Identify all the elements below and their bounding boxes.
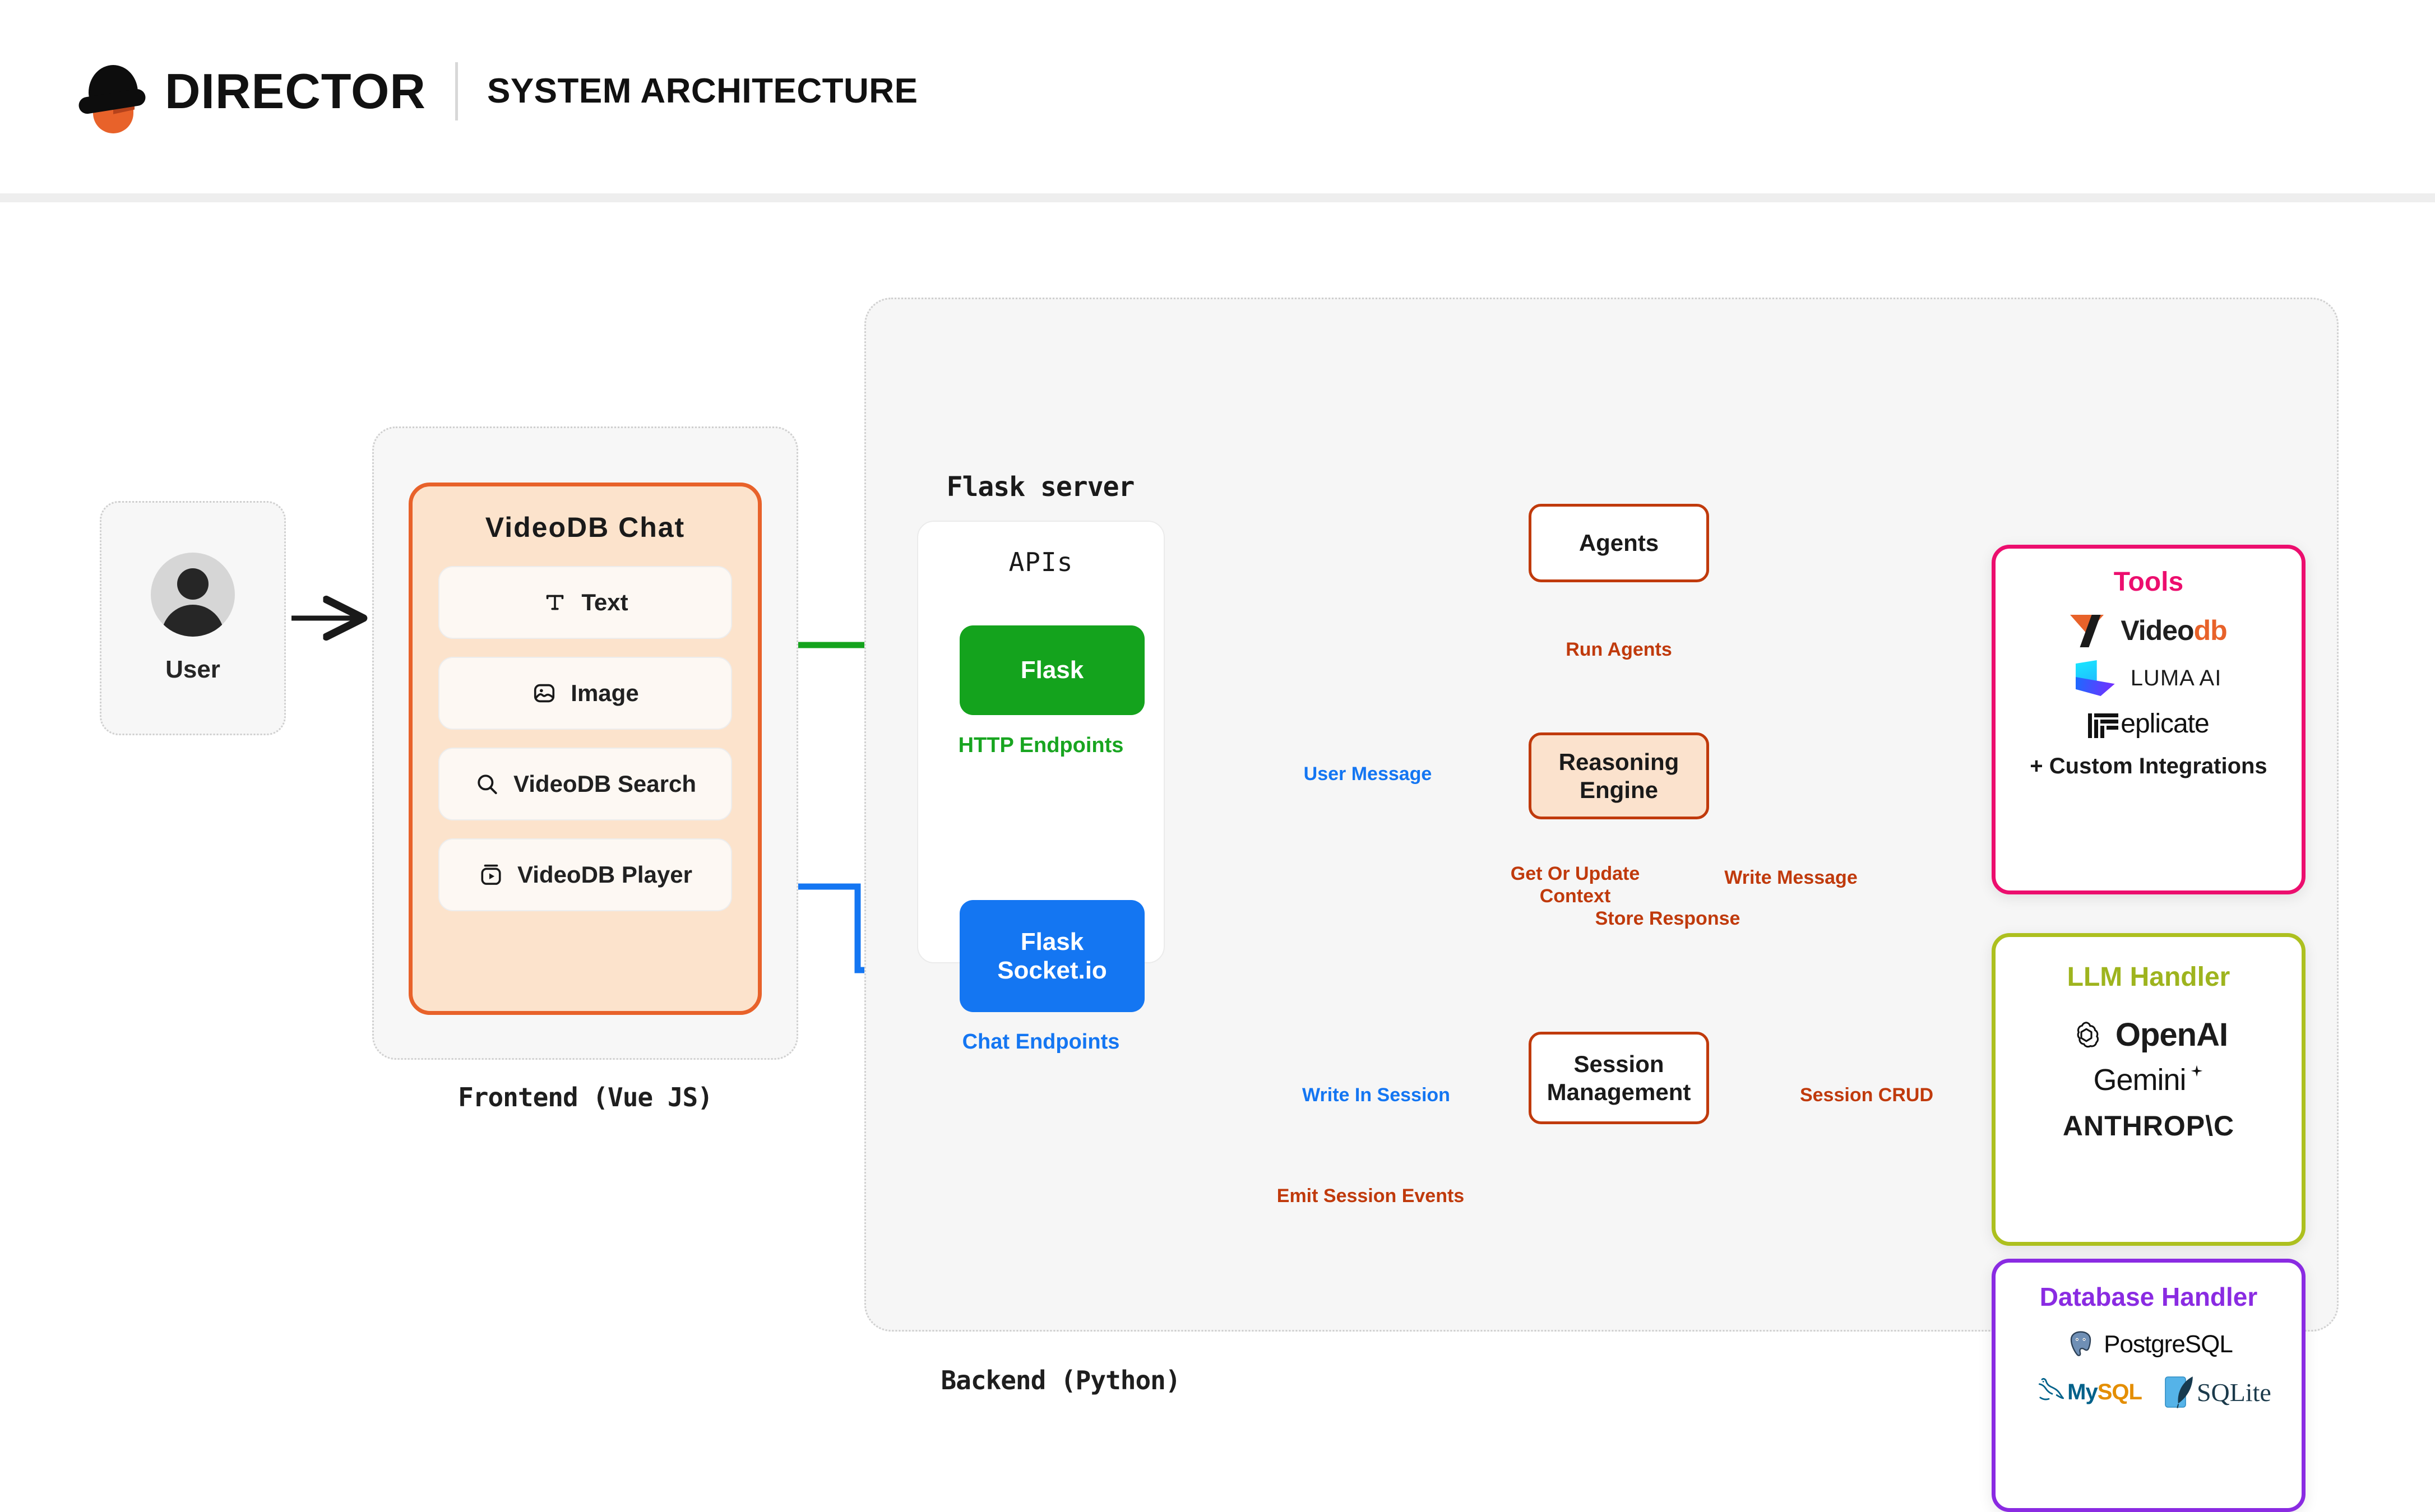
sqlite-logo-text: SQLite bbox=[2196, 1378, 2271, 1407]
apis-title: APIs bbox=[1008, 547, 1073, 577]
agents-label: Agents bbox=[1578, 530, 1659, 556]
flask-http-box[interactable]: Flask bbox=[960, 625, 1145, 715]
mysql-logo-text-b: SQL bbox=[2097, 1379, 2142, 1404]
videodb-logo-text-dark: Video bbox=[2121, 615, 2194, 646]
edge-label-write-in-session: Write In Session bbox=[1302, 1084, 1450, 1106]
page-header: DIRECTOR SYSTEM ARCHITECTURE bbox=[0, 0, 2435, 193]
anthropic-logo: ANTHROP\C bbox=[1996, 1110, 2302, 1142]
session-management-label: Session Management bbox=[1547, 1050, 1691, 1105]
video-player-icon bbox=[478, 862, 504, 888]
mysql-logo: MySQL bbox=[2026, 1377, 2142, 1407]
tools-panel: Tools Videodb LUMA AI bbox=[1992, 545, 2306, 894]
openai-mark-icon bbox=[2070, 1018, 2103, 1052]
videodb-logo: Videodb bbox=[1996, 614, 2302, 647]
luma-mark-icon bbox=[2075, 660, 2115, 696]
header-rule bbox=[0, 193, 2435, 202]
flask-socketio-label-line2: Socket.io bbox=[997, 957, 1107, 984]
replicate-logo-text: eplicate bbox=[2121, 709, 2209, 739]
sqlite-feather-icon bbox=[2164, 1375, 2196, 1409]
flask-socketio-label-line1: Flask bbox=[1020, 927, 1084, 956]
apis-card bbox=[917, 521, 1165, 963]
edge-label-session-crud: Session CRUD bbox=[1799, 1084, 1934, 1106]
gemini-logo-text: Gemini bbox=[2093, 1063, 2186, 1097]
database-handler-panel-title: Database Handler bbox=[2039, 1282, 2258, 1311]
videodb-logo-text-accent: db bbox=[2193, 615, 2228, 646]
flask-server-title: Flask server bbox=[946, 471, 1135, 503]
replicate-logo: eplicate bbox=[1996, 708, 2302, 739]
user-avatar-icon bbox=[151, 553, 235, 637]
openai-logo: OpenAI bbox=[1996, 1016, 2302, 1054]
chat-item-videodb-player[interactable]: VideoDB Player bbox=[438, 838, 732, 911]
mysql-logo-text-a: My bbox=[2067, 1379, 2098, 1404]
videodb-chat-title: VideoDB Chat bbox=[485, 512, 686, 543]
agents-node[interactable]: Agents bbox=[1529, 504, 1709, 582]
chat-endpoints-caption: Chat Endpoints bbox=[962, 1030, 1120, 1054]
luma-ai-logo: LUMA AI bbox=[1996, 660, 2302, 696]
anthropic-logo-text: ANTHROP\C bbox=[2062, 1110, 2235, 1142]
page-subtitle: SYSTEM ARCHITECTURE bbox=[487, 72, 918, 110]
chat-item-image[interactable]: Image bbox=[438, 657, 732, 730]
frontend-caption: Frontend (Vue JS) bbox=[458, 1082, 713, 1112]
tools-footer-text: + Custom Integrations bbox=[2030, 754, 2267, 778]
gemini-logo: Gemini bbox=[1996, 1063, 2302, 1097]
postgresql-logo: PostgreSQL bbox=[1996, 1329, 2302, 1360]
user-node[interactable]: User bbox=[100, 501, 286, 735]
session-management-node[interactable]: Session Management bbox=[1529, 1032, 1709, 1124]
backend-caption: Backend (Python) bbox=[941, 1365, 1181, 1395]
replicate-mark-icon bbox=[2088, 710, 2119, 738]
luma-ai-logo-text: LUMA AI bbox=[2130, 665, 2222, 690]
edge-label-write-message: Write Message bbox=[1724, 867, 1858, 888]
edge-label-store-response: Store Response bbox=[1595, 908, 1740, 929]
chat-item-videodb-search[interactable]: VideoDB Search bbox=[438, 748, 732, 820]
sqlite-logo: SQLite bbox=[2164, 1375, 2271, 1409]
text-format-icon bbox=[542, 590, 568, 615]
header-divider bbox=[455, 62, 458, 120]
search-icon bbox=[474, 771, 500, 797]
reasoning-engine-node[interactable]: Reasoning Engine bbox=[1529, 732, 1709, 819]
mysql-dolphin-icon bbox=[2026, 1377, 2066, 1407]
chat-item-label: VideoDB Player bbox=[517, 861, 693, 888]
edge-label-emit-session-events: Emit Session Events bbox=[1276, 1185, 1465, 1207]
videodb-chat-card: VideoDB Chat Text Image bbox=[409, 483, 762, 1015]
http-endpoints-caption: HTTP Endpoints bbox=[958, 734, 1124, 757]
chat-item-label: Image bbox=[571, 680, 639, 706]
reasoning-engine-label: Reasoning Engine bbox=[1558, 748, 1679, 803]
brand-title: DIRECTOR bbox=[165, 63, 426, 119]
chat-item-label: VideoDB Search bbox=[513, 771, 696, 797]
user-label: User bbox=[165, 656, 220, 683]
edge-label-run-agents: Run Agents bbox=[1566, 639, 1672, 660]
gemini-sparkle-icon bbox=[2189, 1064, 2204, 1079]
openai-logo-text: OpenAI bbox=[2115, 1017, 2228, 1053]
flask-http-label: Flask bbox=[1020, 656, 1084, 684]
postgresql-logo-text: PostgreSQL bbox=[2104, 1330, 2233, 1358]
image-icon bbox=[531, 680, 557, 706]
architecture-canvas: User VideoDB Chat Text Image bbox=[0, 202, 2435, 1512]
chat-item-text[interactable]: Text bbox=[438, 566, 732, 639]
tools-panel-title: Tools bbox=[2113, 567, 2184, 597]
llm-handler-panel: LLM Handler OpenAI Gemini ANTHROP\C bbox=[1992, 933, 2306, 1246]
bowler-hat-logo-icon bbox=[77, 61, 147, 133]
database-logo-row-2: MySQL SQLite bbox=[1996, 1375, 2302, 1409]
flask-socketio-box[interactable]: Flask Socket.io bbox=[960, 900, 1145, 1012]
llm-handler-panel-title: LLM Handler bbox=[2067, 962, 2230, 992]
videodb-mark-icon bbox=[2070, 615, 2112, 647]
edge-label-user-message: User Message bbox=[1303, 763, 1432, 785]
chat-item-label: Text bbox=[581, 589, 628, 615]
postgresql-elephant-icon bbox=[2064, 1329, 2097, 1360]
database-handler-panel: Database Handler PostgreSQL bbox=[1992, 1259, 2306, 1512]
header-brand-row: DIRECTOR SYSTEM ARCHITECTURE bbox=[77, 61, 918, 133]
